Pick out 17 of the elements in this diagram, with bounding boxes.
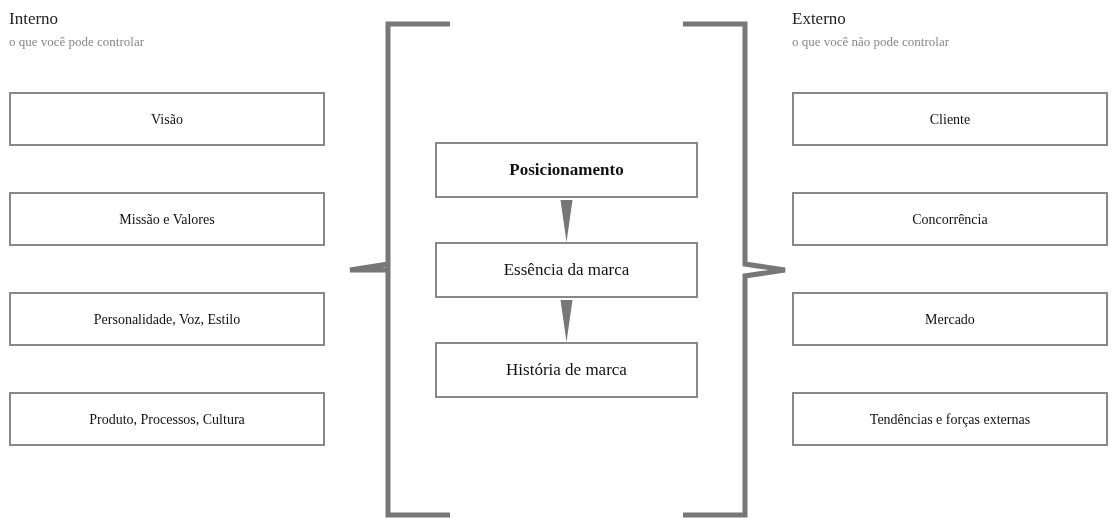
process-box: Personalidade, Voz, Estilo	[9, 292, 325, 346]
arrow	[560, 200, 573, 242]
column-heading: Interno	[9, 8, 59, 30]
process-box: Mercado	[792, 292, 1108, 346]
process-box: História de marca	[435, 342, 698, 398]
process-box: Visão	[9, 92, 325, 146]
column-heading: Externo	[792, 8, 846, 30]
arrow	[560, 300, 573, 342]
process-box: Cliente	[792, 92, 1108, 146]
process-box: Tendências e forças externas	[792, 392, 1108, 446]
process-box: Missão e Valores	[9, 192, 325, 246]
process-box: Produto, Processos, Cultura	[9, 392, 325, 446]
process-box: Essência da marca	[435, 242, 698, 298]
process-box: Concorrência	[792, 192, 1108, 246]
column-subheading: o que você pode controlar	[9, 33, 144, 51]
process-box: Posicionamento	[435, 142, 698, 198]
column-subheading: o que você não pode controlar	[792, 33, 950, 51]
